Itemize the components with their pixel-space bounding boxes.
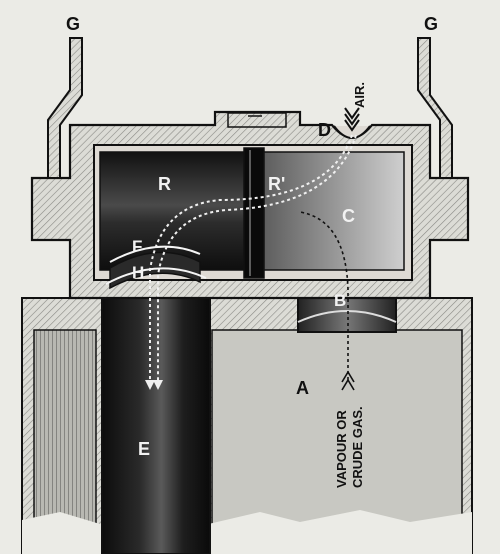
tube-E — [101, 269, 211, 554]
label-R: R — [158, 174, 171, 194]
lower-housing — [21, 297, 473, 554]
label-G-right: G — [424, 14, 438, 34]
slider-R-prime — [243, 147, 265, 279]
chamber-R — [99, 151, 249, 271]
label-A: A — [296, 378, 309, 398]
label-vapour-line2: CRUDE GAS. — [350, 406, 365, 488]
pipe-G-left — [47, 37, 83, 179]
air-inlet-D — [333, 107, 371, 139]
label-air: AIR. — [352, 82, 367, 108]
label-G-left: G — [66, 14, 80, 34]
label-vapour-line1: VAPOUR OR — [334, 410, 349, 488]
label-C: C — [342, 206, 355, 226]
label-B: B — [334, 291, 346, 310]
label-R-prime: R' — [268, 174, 285, 194]
flow-paths — [145, 134, 357, 391]
label-H: H — [132, 263, 144, 282]
label-D: D — [318, 120, 331, 140]
chamber-C — [263, 151, 405, 271]
label-F: F — [132, 237, 142, 256]
pipe-G-right — [417, 37, 453, 179]
label-E: E — [138, 439, 150, 459]
